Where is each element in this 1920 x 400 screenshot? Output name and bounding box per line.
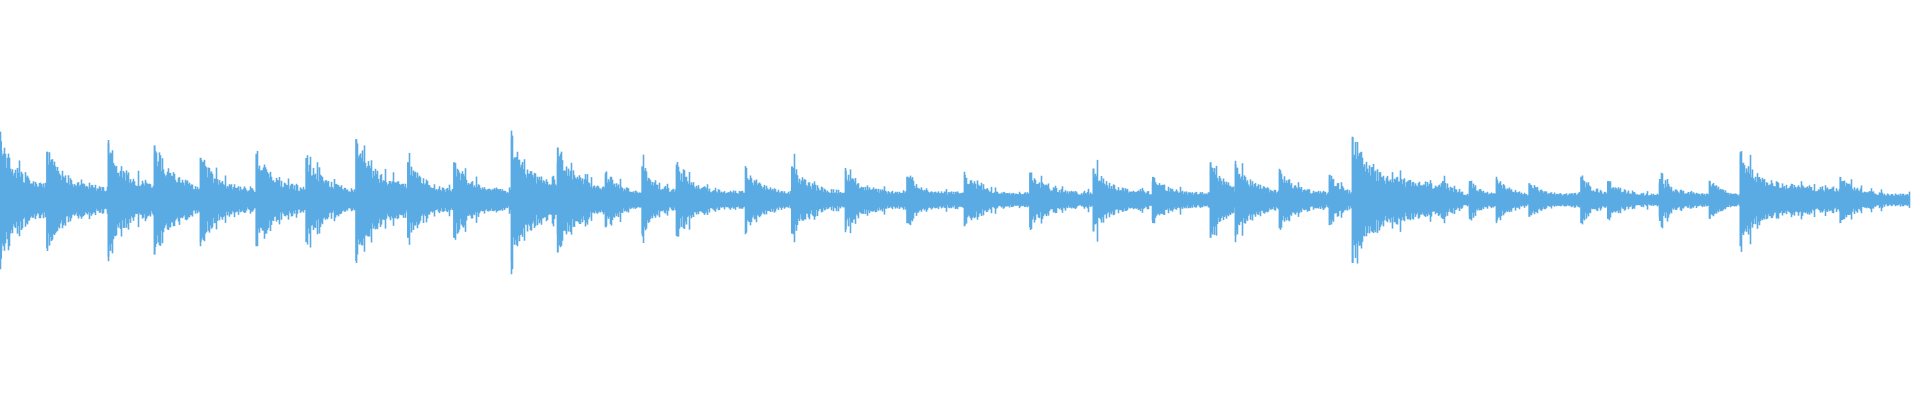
waveform-transient [556, 147, 559, 253]
waveform-transient [604, 172, 607, 228]
waveform-transient [1580, 176, 1583, 224]
waveform-center-band [0, 197, 1910, 203]
waveform-transient [1328, 174, 1331, 226]
waveform-transient [1658, 179, 1661, 221]
waveform-transient [1441, 181, 1444, 219]
waveform-transient [1278, 172, 1281, 228]
waveform-transient [1209, 162, 1212, 238]
waveform-transient [1351, 137, 1354, 263]
waveform-transient [153, 145, 156, 255]
waveform-transient [199, 158, 202, 242]
waveform-transient [906, 176, 909, 224]
waveform-transient [745, 170, 747, 230]
waveform-transient [0, 141, 2, 259]
waveform-transient [1708, 181, 1711, 219]
waveform-transient [963, 174, 966, 226]
waveform-transient [407, 162, 409, 238]
waveform-transient [1495, 179, 1498, 221]
waveform-transient [1528, 183, 1531, 217]
waveform-transient [453, 162, 456, 238]
waveform-transient [1468, 181, 1471, 219]
waveform-transient [1839, 176, 1842, 224]
waveform-transient [844, 170, 847, 230]
waveform-transient [641, 166, 644, 234]
waveform-transient [510, 139, 513, 261]
waveform-transient [1029, 172, 1032, 228]
waveform-transient [107, 143, 110, 257]
waveform-transient [1092, 168, 1095, 232]
waveform-transient [1152, 176, 1154, 224]
waveform-transient [1234, 164, 1237, 236]
waveform-transient [791, 166, 793, 234]
waveform-transient [255, 153, 258, 247]
waveform-transient [1739, 153, 1742, 247]
waveform-transient [1607, 181, 1609, 219]
waveform-bars [0, 130, 1911, 275]
waveform-transient [305, 158, 308, 242]
waveform-transient [46, 151, 49, 249]
waveform-transient [355, 139, 358, 261]
waveform-transient [675, 168, 678, 232]
